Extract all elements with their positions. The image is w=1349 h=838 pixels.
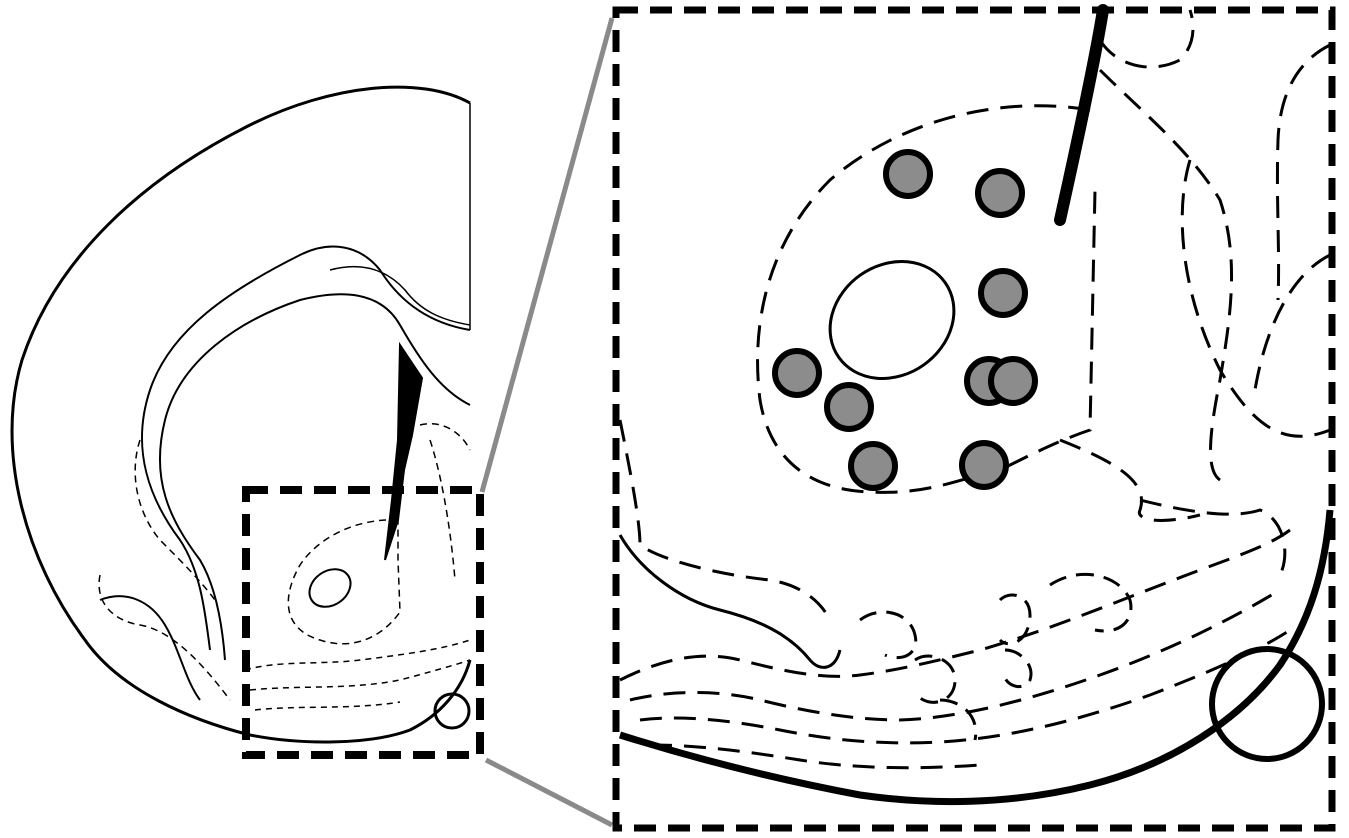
- inset-frame: [616, 10, 1332, 828]
- connector-bottom: [486, 760, 612, 825]
- probe-marker: [962, 443, 1006, 487]
- inset-wavy-boundary: [620, 535, 840, 667]
- inset-dashed-right-4: [1255, 255, 1330, 390]
- inset-top-arc: [1100, 10, 1193, 67]
- nucleus-outline-dashed: [288, 520, 400, 644]
- inset-dashed-right-3: [1277, 45, 1330, 300]
- internal-band-inner: [160, 294, 470, 660]
- ventral-boundary: [100, 596, 200, 700]
- probe-marker: [981, 271, 1025, 315]
- inset-dashed-right-1: [1100, 70, 1232, 480]
- probe-marker: [978, 171, 1022, 215]
- connector-top: [482, 18, 612, 492]
- internal-band-outer: [142, 247, 470, 650]
- probe-marker: [886, 152, 930, 196]
- probe-marker: [991, 359, 1035, 403]
- dashed-structure-2: [99, 575, 230, 700]
- inset-fibre-bundles: [620, 500, 1290, 768]
- inset-dashed-right-2: [1182, 160, 1330, 436]
- dashed-structure-3: [420, 424, 470, 580]
- probe-marker: [775, 351, 819, 395]
- inset-large-circle: [1212, 649, 1322, 759]
- small-ellipse: [302, 561, 358, 614]
- probe-marker: [827, 385, 871, 429]
- inset-ventral-contour: [620, 510, 1330, 802]
- dashed-structure-4: [245, 640, 470, 710]
- magnified-inset: [616, 10, 1332, 828]
- selection-box: [246, 490, 480, 755]
- zoom-connectors: [482, 18, 612, 825]
- probe-marker: [851, 444, 895, 488]
- lateral-ventricle: [385, 345, 422, 560]
- inset-dashed-left-1: [620, 420, 830, 620]
- probe-markers: [775, 152, 1035, 488]
- overview-section: [12, 87, 480, 755]
- inset-ventricle-stroke: [1060, 10, 1103, 220]
- inset-ellipse: [807, 238, 977, 403]
